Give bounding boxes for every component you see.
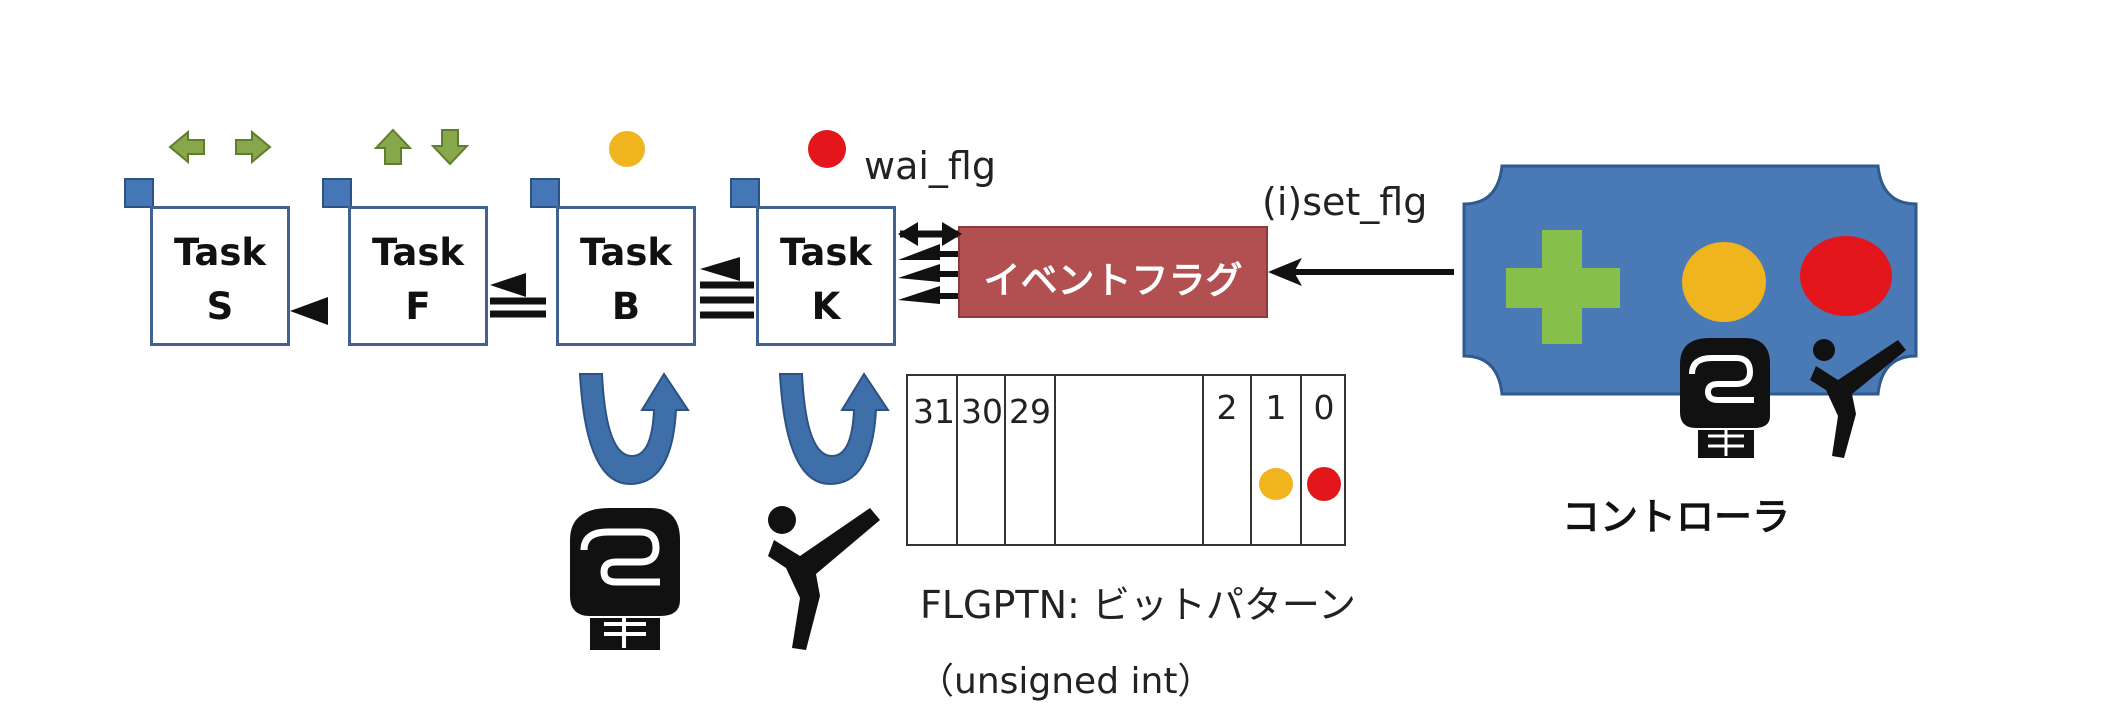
controller-yellow-button: [1682, 242, 1766, 322]
flgptn-subcaption: （unsigned int）: [918, 661, 1214, 702]
task-s-box: Task S: [150, 206, 290, 346]
event-flag-label: イベントフラグ: [983, 259, 1243, 302]
bit-0-red-dot: [1307, 467, 1341, 501]
set-flg-arrow: [1268, 258, 1454, 286]
task-s-tab: [124, 178, 154, 208]
controller-kick-figure-icon: [1810, 339, 1906, 458]
bit-2-label: 2: [1216, 388, 1238, 427]
task-queue-arrows: [290, 257, 754, 325]
task-b-id: B: [611, 285, 641, 328]
controller-label: コントローラ: [1562, 495, 1791, 539]
bit-1-yellow-dot: [1259, 468, 1293, 500]
bit-31-label: 31: [913, 392, 955, 431]
task-s-id: S: [206, 285, 234, 328]
task-k-box: Task K: [756, 206, 896, 346]
dpad-cross-icon: [1506, 230, 1620, 344]
bit-30-label: 30: [961, 392, 1003, 431]
task-k-title: Task: [779, 231, 873, 274]
arrow-k-to-b: [700, 257, 740, 281]
task-b-tab: [530, 178, 560, 208]
set-flg-label: (i)set_flg: [1262, 180, 1428, 224]
controller-body: [1462, 164, 1918, 396]
task-b-title: Task: [579, 231, 673, 274]
boxing-glove-icon: [570, 508, 680, 650]
left-right-arrows-icon: [168, 129, 272, 165]
flgptn-caption: FLGPTN: ビットパターン: [920, 583, 1357, 627]
task-k-id: K: [811, 285, 841, 328]
bit-29-label: 29: [1009, 392, 1051, 431]
event-flag-box: イベントフラグ: [958, 226, 1268, 318]
task-f-box: Task F: [348, 206, 488, 346]
controller-boxing-glove-icon: [1680, 338, 1770, 458]
bit-pattern-table: 31 30 29 2 1 0: [906, 374, 1346, 546]
loop-arrow-b-icon: [578, 372, 690, 486]
kick-figure-icon: [768, 506, 880, 650]
task-s-title: Task: [173, 231, 267, 274]
red-button-icon: [808, 130, 846, 168]
wai-flg-label: wai_flg: [864, 144, 996, 188]
task-f-id: F: [405, 285, 431, 328]
task-b-box: Task B: [556, 206, 696, 346]
task-f-title: Task: [371, 231, 465, 274]
wait-arrows: [898, 222, 962, 304]
yellow-button-icon: [609, 131, 645, 167]
controller-red-button: [1800, 236, 1892, 316]
task-k-tab: [730, 178, 760, 208]
arrow-b-to-f: [490, 273, 526, 297]
arrow-f-to-s: [290, 297, 328, 325]
loop-arrow-k-icon: [778, 372, 890, 486]
up-down-arrows-icon: [373, 128, 470, 166]
bit-0-label: 0: [1313, 388, 1335, 427]
bit-1-label: 1: [1265, 388, 1287, 427]
task-f-tab: [322, 178, 352, 208]
